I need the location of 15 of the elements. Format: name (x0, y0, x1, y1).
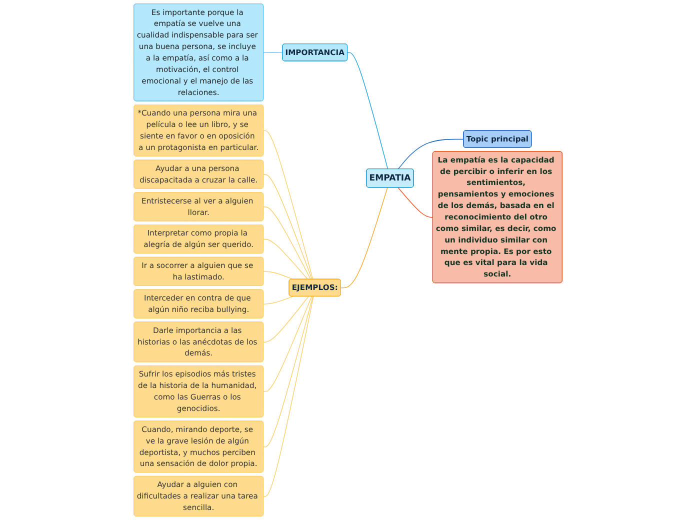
connector (263, 174, 312, 280)
connector (263, 52, 283, 53)
connector (263, 296, 294, 304)
connector (340, 187, 388, 288)
connector (263, 206, 312, 280)
connector (398, 187, 434, 218)
connector (263, 238, 308, 280)
connector (347, 52, 388, 170)
connector (263, 296, 314, 448)
connector (263, 296, 309, 342)
connector (398, 138, 464, 170)
connector (263, 271, 294, 280)
connector (263, 296, 314, 497)
connector (263, 296, 312, 392)
connector (263, 130, 314, 280)
